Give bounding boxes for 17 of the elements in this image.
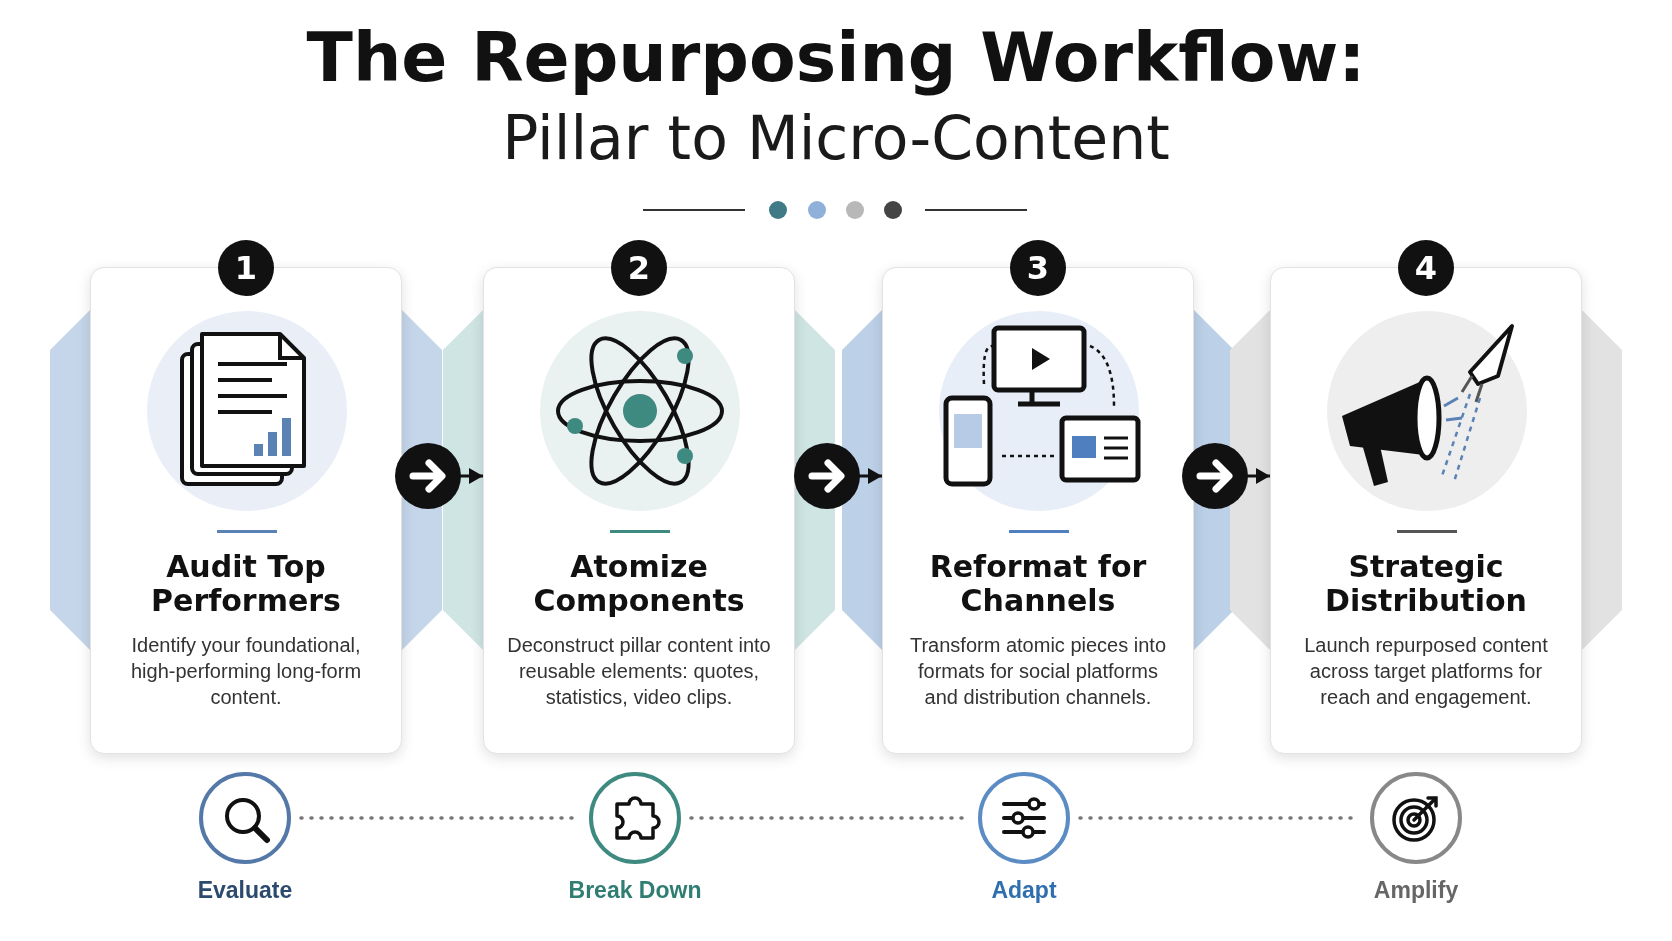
phase-label: Evaluate <box>196 876 294 904</box>
step-description: Identify your foundational, high-performing long-form content. <box>129 633 363 710</box>
step-number: 1 <box>218 240 274 296</box>
phase-label: Break Down <box>567 876 703 904</box>
step-description: Transform atomic pieces into formats for social platforms and distribution channels. <box>909 633 1167 710</box>
step-heading: Reformat for Channels <box>928 550 1148 618</box>
phase-label: Amplify <box>1372 876 1460 904</box>
step-description: Deconstruct pillar content into reusable elements: quotes, statistics, video clips. <box>506 633 772 710</box>
step-number: 4 <box>1398 240 1454 296</box>
step-heading: Audit Top Performers <box>150 550 342 618</box>
step-number: 3 <box>1010 240 1066 296</box>
step-heading: Atomize Components <box>532 550 746 618</box>
step-description: Launch repurposed content across target platforms for reach and engagement. <box>1303 633 1549 710</box>
phase-label: Adapt <box>990 876 1058 904</box>
step-heading: Strategic Distribution <box>1324 550 1528 618</box>
step-number: 2 <box>611 240 667 296</box>
title: The Repurposing Workflow: Pillar to Micro-Content <box>305 18 1367 175</box>
